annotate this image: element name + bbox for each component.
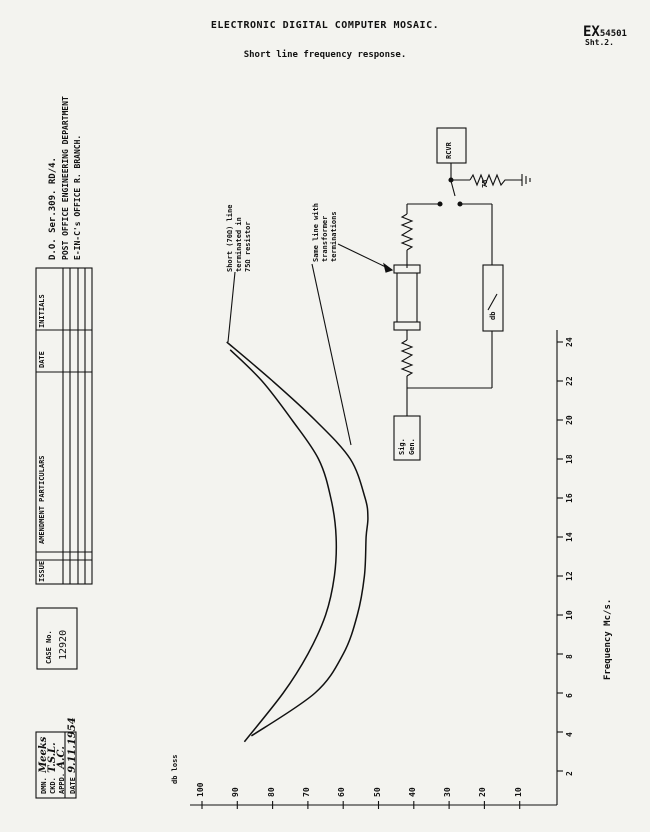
amendment-table [35,267,93,585]
title-block-line1: D.O. Ser.309. RD/4. [48,157,58,260]
signature-box [35,731,77,799]
sig-gen-label-1: Sig. [398,438,406,455]
db-meter [482,264,504,332]
x-tick-label: 8 [565,654,574,659]
x-tick-label: 12 [565,571,574,581]
drawing-title: ELECTRONIC DIGITAL COMPUTER MOSAIC. [210,20,440,31]
x-tick-label: 4 [565,732,574,737]
curve-transformer-terminated [226,341,369,737]
x-tick-label: 14 [565,532,574,542]
y-tick-label: 30 [443,787,453,797]
table-header-particulars: AMENDMENT PARTICULARS [38,455,46,544]
case-number: 12920 [58,629,69,660]
sig-gen-label-2: Gen. [408,438,416,455]
short-line-note-1: Short (70Ω) line [226,204,234,272]
title-block-line2: POST OFFICE ENGINEERING DEPARTMENT [61,96,70,260]
title-block-line3: E-IN-C's OFFICE R. BRANCH. [73,134,82,260]
sig-gen-box [393,415,421,461]
x-tick-label: 10 [565,610,574,620]
xfmr-note-3: terminations [330,211,338,262]
table-header-initials: INITIALS [38,294,46,328]
appd-row: APPD. A.C. [56,746,67,794]
x-tick-label: 18 [565,454,574,464]
y-tick-label: 70 [301,787,311,797]
rcvr-label: RCVR [445,142,453,159]
curve-resistor-terminated [229,349,338,743]
ex-prefix: EX [583,24,600,40]
y-tick-label: 20 [478,787,488,797]
case-box [36,607,78,670]
appd-signature: A.C. [56,746,67,769]
appd-label: APPD. [58,772,66,794]
y-tick-label: 80 [266,787,276,797]
date-value: 9.11.1954 [67,717,78,773]
x-tick-label: 2 [565,771,574,776]
drawing-subtitle: Short line frequency response. [243,50,407,60]
y-tick-label: 50 [372,787,382,797]
xfmr-note-1: Same line with [312,202,320,262]
y-axis-label: db loss [171,754,179,784]
table-header-issue: ISSUE [38,560,46,582]
resistor-75 [469,173,522,187]
x-tick-label: 22 [565,376,574,386]
table-header-date: DATE [38,351,46,368]
x-tick-label: 16 [565,493,574,503]
y-tick-label: 10 [513,787,523,797]
x-tick-label: 6 [565,693,574,698]
sheet-number: Sht.2. [585,38,614,47]
x-axis-label: Frequency Mc/s. [603,598,613,680]
resistor-label: 75 [481,179,489,188]
x-tick-label: 24 [565,337,574,347]
y-tick-label: 60 [337,787,347,797]
ex-number: EX54501 [583,24,627,40]
short-line-note-3: 75Ω resistor [244,221,252,272]
x-tick-label: 20 [565,415,574,425]
short-line-note-2: terminated in [235,217,243,272]
date-label: DATE [69,777,77,794]
meter-label: db [489,311,497,320]
xfmr-note-2: transformer [321,215,329,262]
y-tick-label: 40 [407,787,417,797]
y-tick-label: 100 [196,782,205,797]
date-row: DATE 9.11.1954 [67,717,78,794]
case-label: CASE No. [45,630,53,664]
ex-suffix: 54501 [599,29,627,39]
y-tick-label: 90 [231,787,241,797]
